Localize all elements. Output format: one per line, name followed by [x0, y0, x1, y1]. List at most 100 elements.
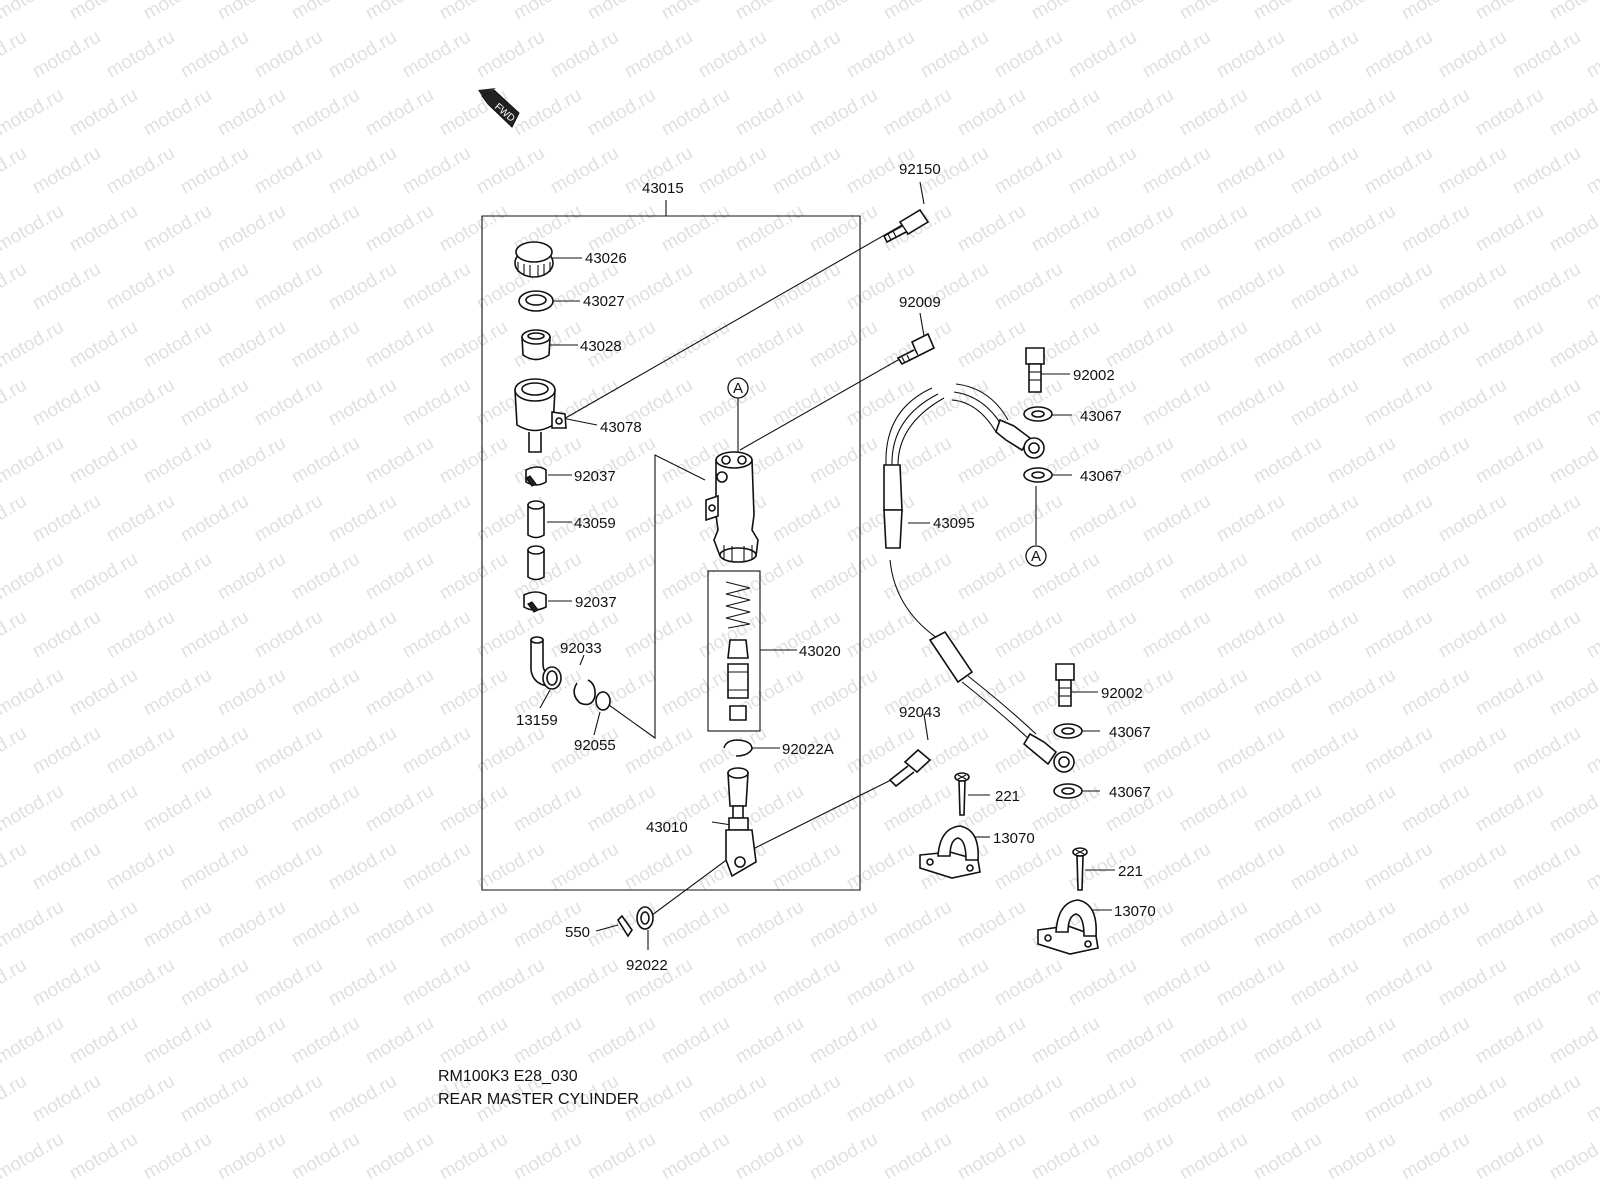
watermark-text: motod.ru [880, 1013, 955, 1069]
watermark-text: motod.ru [1398, 665, 1473, 721]
watermark-text: motod.ru [1509, 607, 1584, 663]
watermark-text: motod.ru [66, 85, 141, 141]
watermark-text: motod.ru [214, 1129, 289, 1185]
watermark-text: motod.ru [991, 27, 1066, 83]
watermark-text: motod.ru [1250, 201, 1325, 257]
watermark-text: motod.ru [214, 781, 289, 837]
watermark-text: motod.ru [1546, 1013, 1600, 1069]
watermark-text: motod.ru [1546, 317, 1600, 373]
watermark-text: motod.ru [362, 317, 437, 373]
watermark-text: motod.ru [251, 839, 326, 895]
watermark-text: motod.ru [1583, 259, 1600, 315]
watermark-text: motod.ru [584, 85, 659, 141]
watermark-text: motod.ru [1398, 0, 1473, 24]
watermark-text: motod.ru [917, 955, 992, 1011]
watermark-text: motod.ru [1213, 143, 1288, 199]
watermark-text: motod.ru [658, 201, 733, 257]
watermark-text: motod.ru [103, 955, 178, 1011]
watermark-text: motod.ru [1102, 1013, 1177, 1069]
watermark-text: motod.ru [399, 491, 474, 547]
watermark-text: motod.ru [0, 549, 67, 605]
watermark-text: motod.ru [0, 781, 67, 837]
banjo-bolt-92002-bottom [1055, 663, 1075, 707]
watermark-text: motod.ru [732, 0, 807, 24]
label-43026: 43026 [585, 250, 627, 267]
screw-221-2 [1072, 847, 1088, 891]
watermark-text: motod.ru [732, 85, 807, 141]
watermark-text: motod.ru [1509, 259, 1584, 315]
watermark-text: motod.ru [1583, 491, 1600, 547]
diaphragm-plate-43028 [521, 329, 551, 361]
watermark-text: motod.ru [140, 897, 215, 953]
watermark-text: motod.ru [1028, 0, 1103, 24]
watermark-text: motod.ru [1546, 1129, 1600, 1185]
watermark-text: motod.ru [177, 143, 252, 199]
watermark-text: motod.ru [1361, 259, 1436, 315]
watermark-text: motod.ru [0, 607, 30, 663]
watermark-text: motod.ru [399, 955, 474, 1011]
watermark-text: motod.ru [695, 259, 770, 315]
watermark-text: motod.ru [1546, 433, 1600, 489]
watermark-text: motod.ru [1176, 549, 1251, 605]
watermark-text: motod.ru [1139, 143, 1214, 199]
watermark-text: motod.ru [769, 375, 844, 431]
label-43067-1: 43067 [1080, 408, 1122, 425]
watermark-text: motod.ru [177, 723, 252, 779]
watermark-text: motod.ru [325, 1071, 400, 1127]
watermark-text: motod.ru [288, 0, 363, 24]
watermark-text: motod.ru [1065, 491, 1140, 547]
watermark-text: motod.ru [1435, 1071, 1510, 1127]
watermark-text: motod.ru [1435, 723, 1510, 779]
watermark-text: motod.ru [140, 0, 215, 24]
watermark-text: motod.ru [991, 955, 1066, 1011]
watermark-text: motod.ru [1287, 839, 1362, 895]
watermark-text: motod.ru [288, 1013, 363, 1069]
watermark-text: motod.ru [1472, 85, 1547, 141]
watermark-text: motod.ru [1435, 955, 1510, 1011]
watermark-text: motod.ru [954, 1129, 1029, 1185]
watermark-text: motod.ru [0, 665, 67, 721]
watermark-text: motod.ru [1213, 955, 1288, 1011]
watermark-text: motod.ru [843, 607, 918, 663]
clamp-92037-top [525, 466, 547, 487]
label-92037-1: 92037 [574, 468, 616, 485]
watermark-text: motod.ru [1324, 897, 1399, 953]
watermark-text: motod.ru [103, 27, 178, 83]
label-92055: 92055 [574, 737, 616, 754]
watermark-text: motod.ru [0, 143, 30, 199]
watermark-text: motod.ru [510, 0, 585, 24]
watermark-text: motod.ru [251, 955, 326, 1011]
watermark-text: motod.ru [399, 607, 474, 663]
watermark-text: motod.ru [1176, 897, 1251, 953]
watermark-text: motod.ru [1324, 85, 1399, 141]
watermark-text: motod.ru [103, 1071, 178, 1127]
watermark-text: motod.ru [1287, 491, 1362, 547]
watermark-text: motod.ru [1361, 27, 1436, 83]
hose-guide-13070-1 [919, 825, 981, 879]
watermark-text: motod.ru [1065, 143, 1140, 199]
watermark-text: motod.ru [806, 549, 881, 605]
watermark-text: motod.ru [1139, 839, 1214, 895]
label-92002-top: 92002 [1073, 367, 1115, 384]
reservoir-43078 [514, 378, 567, 453]
watermark-text: motod.ru [1065, 27, 1140, 83]
watermark-text: motod.ru [325, 491, 400, 547]
watermark-text: motod.ru [1324, 433, 1399, 489]
watermark-text: motod.ru [510, 1013, 585, 1069]
watermark-text: motod.ru [1250, 1129, 1325, 1185]
label-92022A: 92022A [782, 741, 834, 758]
watermark-text: motod.ru [0, 375, 30, 431]
watermark-text: motod.ru [806, 665, 881, 721]
watermark-text: motod.ru [1509, 143, 1584, 199]
svg-text:A: A [733, 380, 743, 397]
watermark-text: motod.ru [1509, 839, 1584, 895]
watermark-text: motod.ru [1546, 665, 1600, 721]
watermark-text: motod.ru [140, 1013, 215, 1069]
watermark-text: motod.ru [843, 1071, 918, 1127]
watermark-text: motod.ru [1398, 433, 1473, 489]
watermark-text: motod.ru [1213, 839, 1288, 895]
diagram-code: RM100K3 E28_030 [438, 1068, 578, 1085]
watermark-text: motod.ru [251, 375, 326, 431]
watermark-text: motod.ru [1250, 549, 1325, 605]
cotter-pin-550 [616, 914, 633, 938]
